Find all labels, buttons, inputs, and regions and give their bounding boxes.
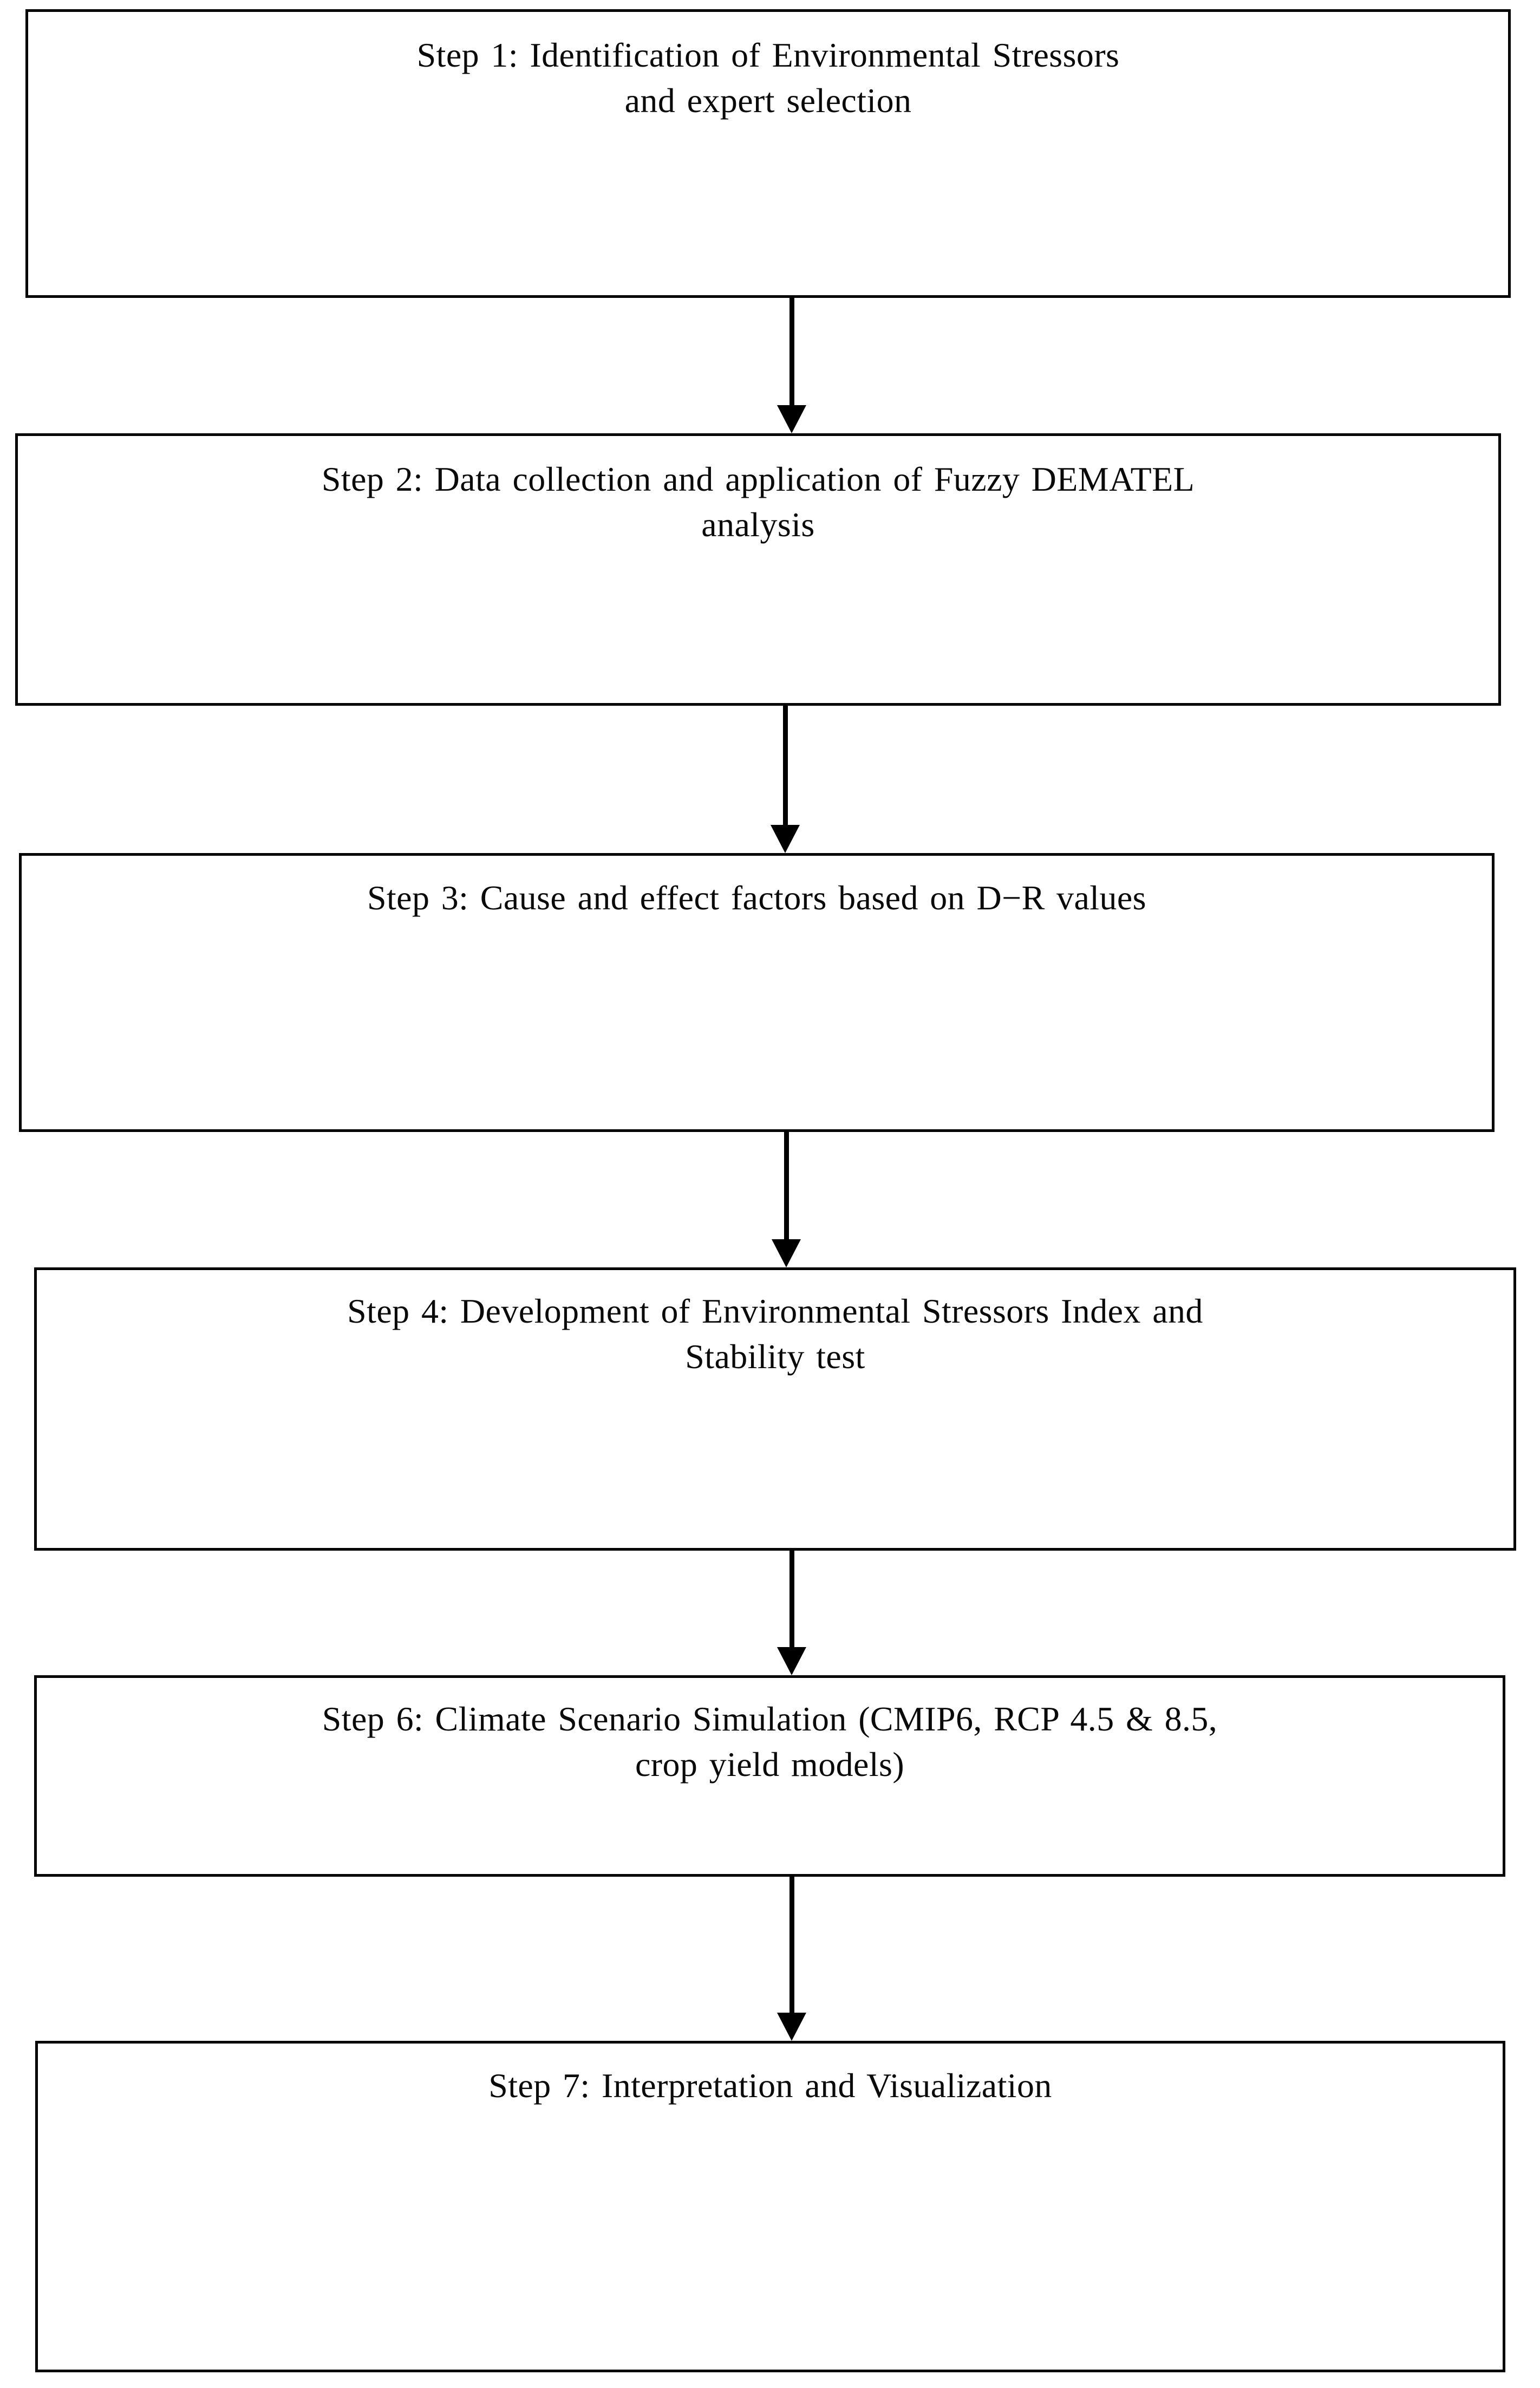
arrow-step6-to-step7 <box>775 1877 808 2041</box>
step-2-label: Step 2: Data collection and application … <box>321 460 1195 544</box>
arrow-head-icon <box>777 1647 806 1675</box>
arrow-shaft <box>783 706 788 825</box>
arrow-head-icon <box>777 405 806 433</box>
arrow-step2-to-step3 <box>769 706 801 853</box>
arrow-head-icon <box>777 2013 806 2041</box>
step-box-2: Step 2: Data collection and application … <box>15 433 1501 706</box>
arrow-head-icon <box>771 825 800 853</box>
arrow-shaft <box>784 1132 789 1239</box>
arrow-step3-to-step4 <box>770 1132 802 1267</box>
step-3-label: Step 3: Cause and effect factors based o… <box>367 879 1146 917</box>
step-4-label: Step 4: Development of Environmental Str… <box>347 1292 1203 1376</box>
step-1-label: Step 1: Identification of Environmental … <box>416 36 1120 120</box>
arrow-shaft <box>789 298 794 405</box>
step-box-3: Step 3: Cause and effect factors based o… <box>19 853 1495 1132</box>
step-7-label: Step 7: Interpretation and Visualization <box>488 2066 1052 2105</box>
arrow-step1-to-step2 <box>775 298 808 433</box>
arrow-shaft <box>789 1877 794 2013</box>
step-box-1: Step 1: Identification of Environmental … <box>25 9 1511 298</box>
arrow-step4-to-step6 <box>775 1551 808 1675</box>
step-6-label: Step 6: Climate Scenario Simulation (CMI… <box>322 1700 1218 1784</box>
step-box-6: Step 6: Climate Scenario Simulation (CMI… <box>34 1675 1505 1877</box>
step-box-7: Step 7: Interpretation and Visualization <box>35 2041 1505 2372</box>
step-box-4: Step 4: Development of Environmental Str… <box>34 1267 1516 1551</box>
arrow-shaft <box>789 1551 794 1647</box>
arrow-head-icon <box>772 1239 801 1267</box>
